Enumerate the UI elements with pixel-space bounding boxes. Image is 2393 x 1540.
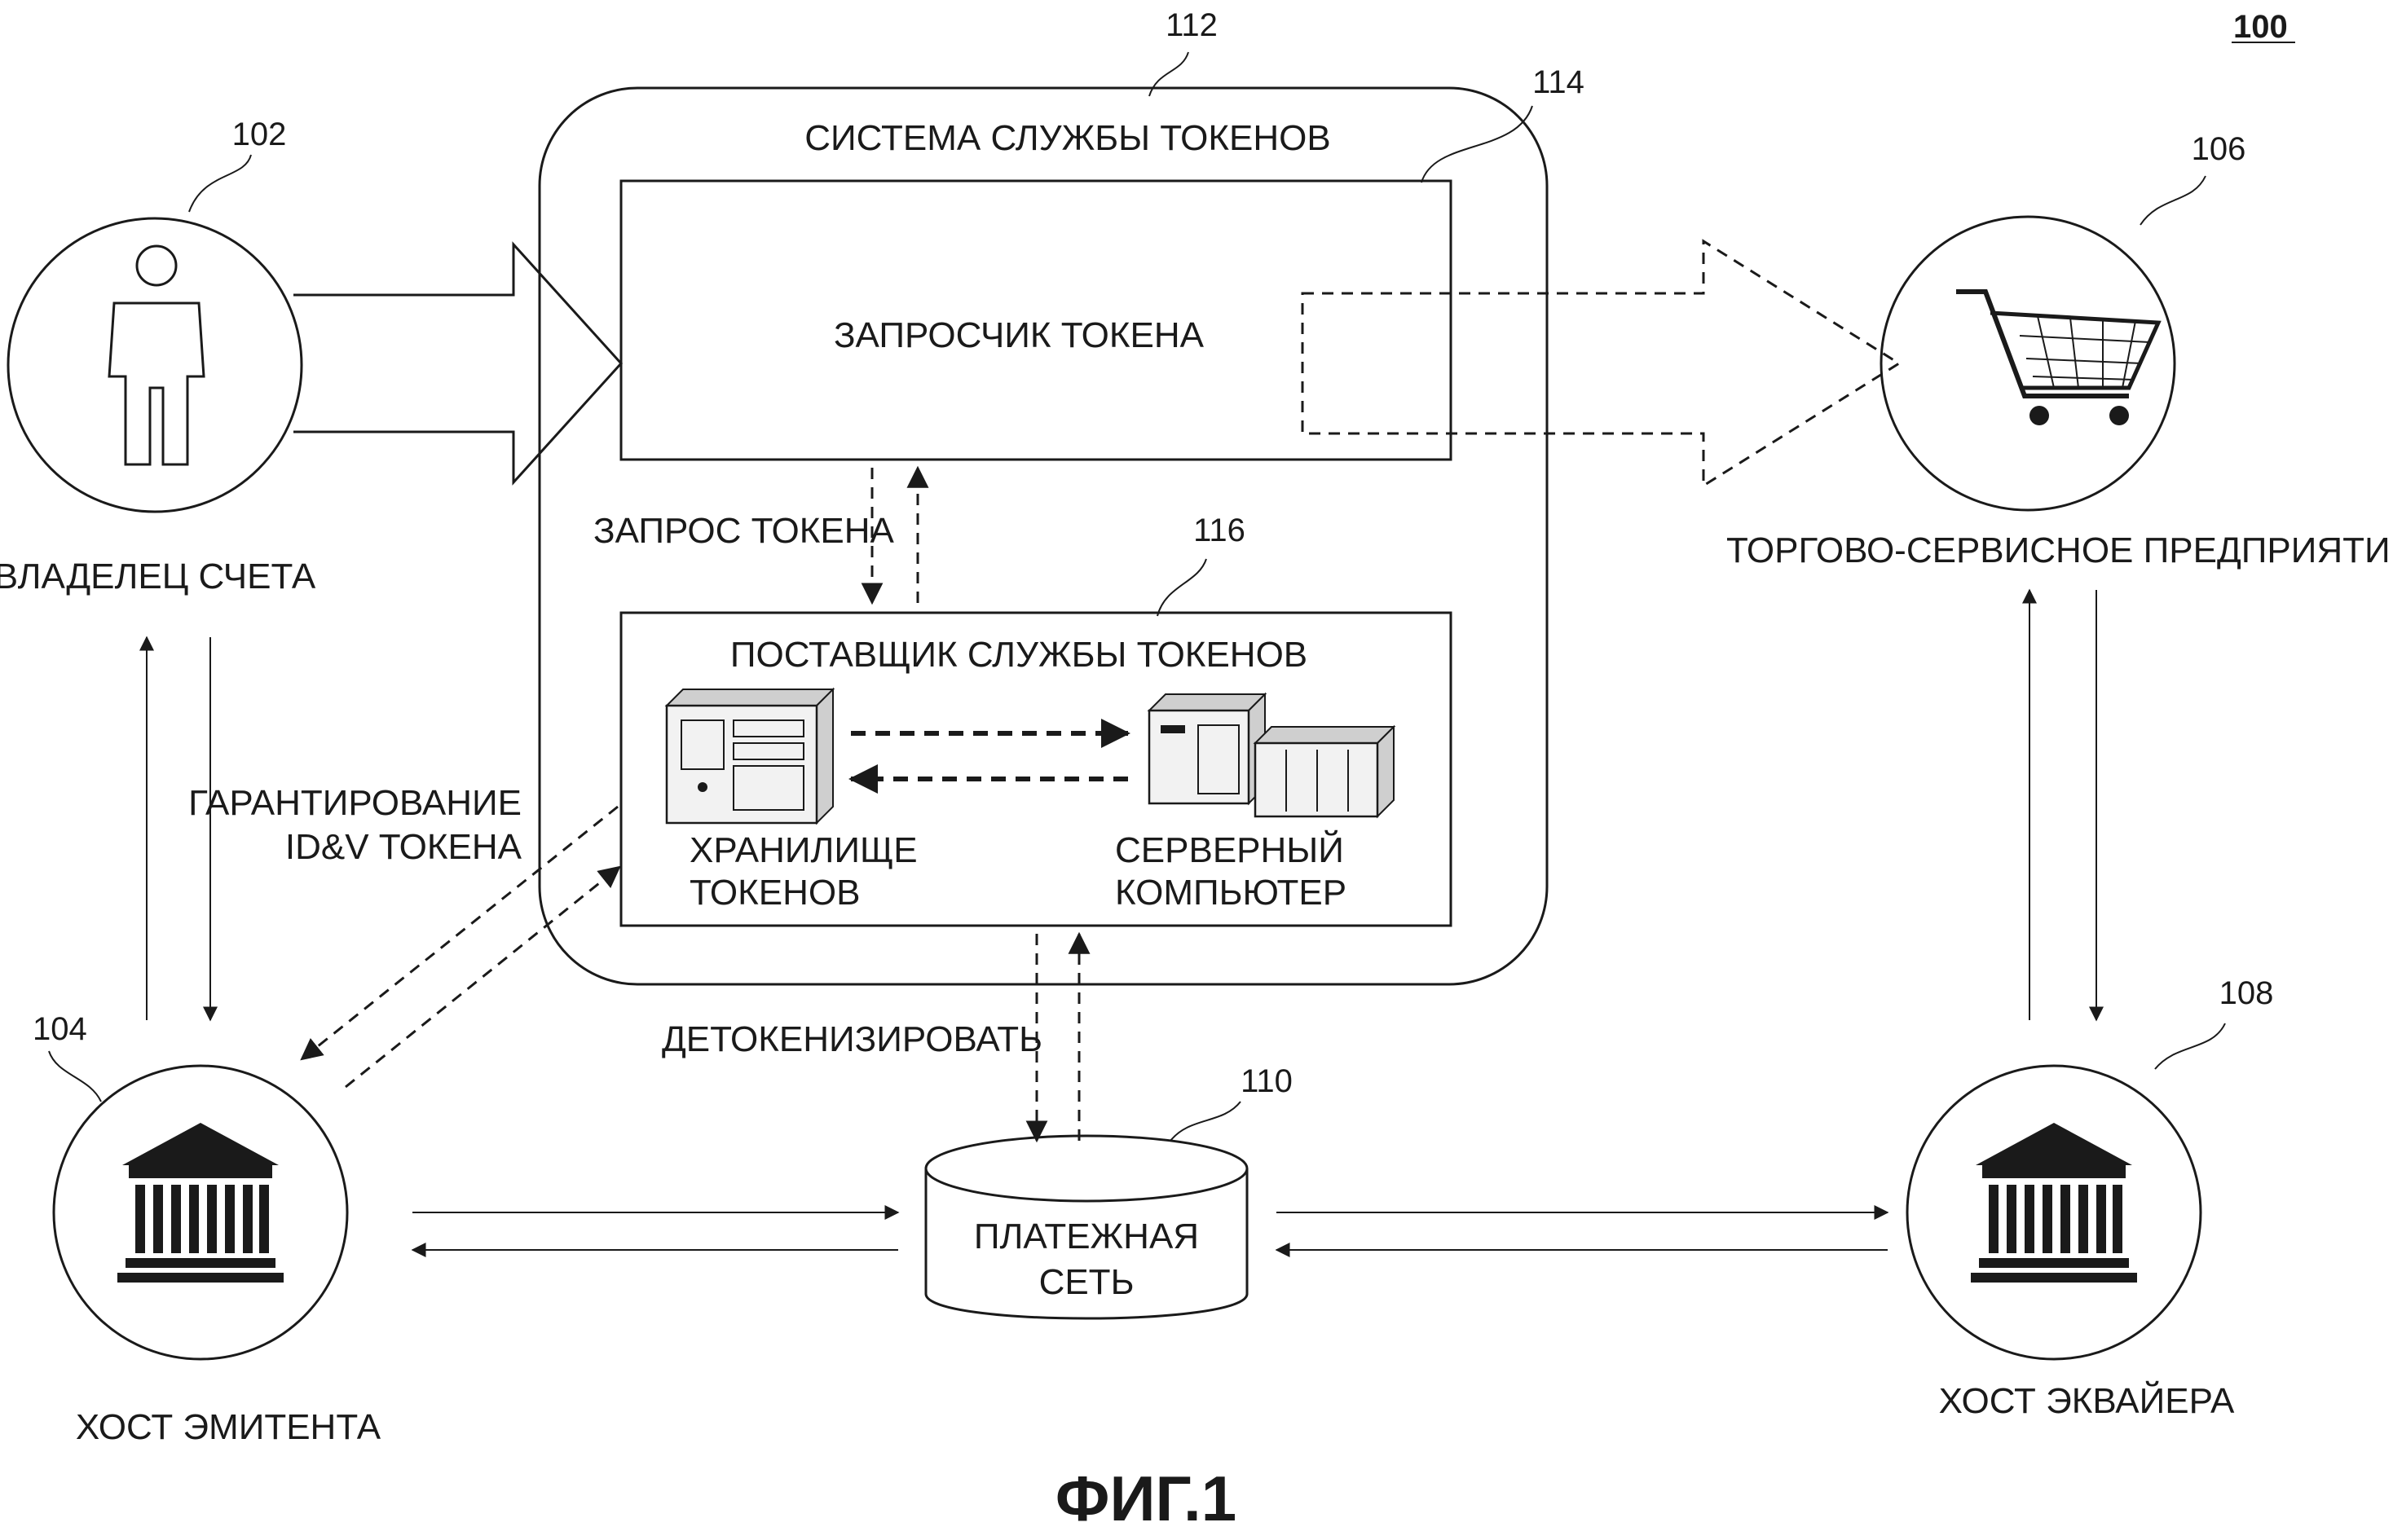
token-service-provider-ref: 116: [1193, 513, 1245, 548]
token-service-system-label: СИСТЕМА СЛУЖБЫ ТОКЕНОВ: [804, 118, 1330, 158]
acquirer-host-label: ХОСТ ЭКВАЙЕРА: [1939, 1379, 2235, 1421]
diagram-ref: 100: [2233, 9, 2288, 45]
merchant-label: ТОРГОВО-СЕРВИСНОЕ ПРЕДПРИЯТИЕ: [1726, 530, 2393, 570]
token-service-provider-box: [619, 611, 1452, 927]
payment-network-ref: 110: [1241, 1063, 1293, 1099]
token-vault-label-line1: ХРАНИЛИЩЕ: [690, 830, 918, 870]
acquirer-host-circle: [1906, 1064, 2202, 1361]
issuer-host-ref: 104: [33, 1011, 87, 1047]
payment-network-label-line1: ПЛАТЕЖНАЯ: [974, 1217, 1199, 1256]
merchant-dashed-arrow: [1301, 239, 1902, 488]
shopping-cart-icon: [1956, 289, 2162, 425]
leader-114: [1421, 105, 1533, 183]
account-holder-label: ВЛАДЕЛЕЦ СЧЕТА: [0, 557, 316, 596]
leader-108: [2154, 1023, 2226, 1070]
bank-icon: [1971, 1123, 2137, 1283]
leader-116: [1157, 558, 1207, 617]
merchant-circle: [1880, 215, 2176, 512]
leader-110: [1170, 1101, 1241, 1142]
token-request-label: ЗАПРОС ТОКЕНА: [593, 511, 895, 551]
issuer-to-vault-arrow: [345, 865, 621, 1089]
idv-label-line1: ГАРАНТИРОВАНИЕ: [188, 783, 522, 823]
account-holder-circle: [7, 217, 303, 513]
idv-label-line2: ID&V ТОКЕНА: [285, 827, 522, 867]
leader-106: [2140, 175, 2206, 226]
merchant-ref: 106: [2192, 131, 2246, 167]
server-computer-label-line1: СЕРВЕРНЫЙ: [1115, 829, 1344, 870]
payment-network-label-line2: СЕТЬ: [1039, 1262, 1135, 1302]
figure-caption: ФИГ.1: [1055, 1463, 1236, 1534]
server-computer-icon: [1147, 692, 1396, 819]
vault-to-issuer-arrow: [300, 805, 619, 1061]
account-holder-arrow: [293, 241, 624, 486]
token-vault-label-line2: ТОКЕНОВ: [690, 873, 860, 913]
token-service-system-box: [538, 86, 1549, 986]
token-vault-icon: [664, 687, 835, 825]
server-computer-label-line2: КОМПЬЮТЕР: [1115, 873, 1346, 913]
acquirer-host-ref: 108: [2219, 975, 2274, 1011]
payment-network-cylinder: [924, 1134, 1249, 1320]
leader-102: [188, 154, 252, 213]
bank-icon: [117, 1123, 284, 1283]
token-service-system-ref: 112: [1166, 7, 1218, 43]
account-holder-ref: 102: [232, 117, 287, 152]
issuer-host-circle: [52, 1064, 349, 1361]
detokenize-label: ДЕТОКЕНИЗИРОВАТЬ: [662, 1019, 1042, 1059]
token-service-provider-label: ПОСТАВЩИК СЛУЖБЫ ТОКЕНОВ: [730, 635, 1307, 675]
issuer-host-label: ХОСТ ЭМИТЕНТА: [76, 1407, 381, 1447]
token-requester-ref: 114: [1532, 64, 1584, 100]
leader-112: [1148, 51, 1189, 97]
leader-104: [48, 1050, 102, 1102]
token-requester-label: ЗАПРОСЧИК ТОКЕНА: [834, 315, 1205, 355]
person-icon: [108, 244, 205, 466]
token-requester-box: [619, 179, 1452, 461]
